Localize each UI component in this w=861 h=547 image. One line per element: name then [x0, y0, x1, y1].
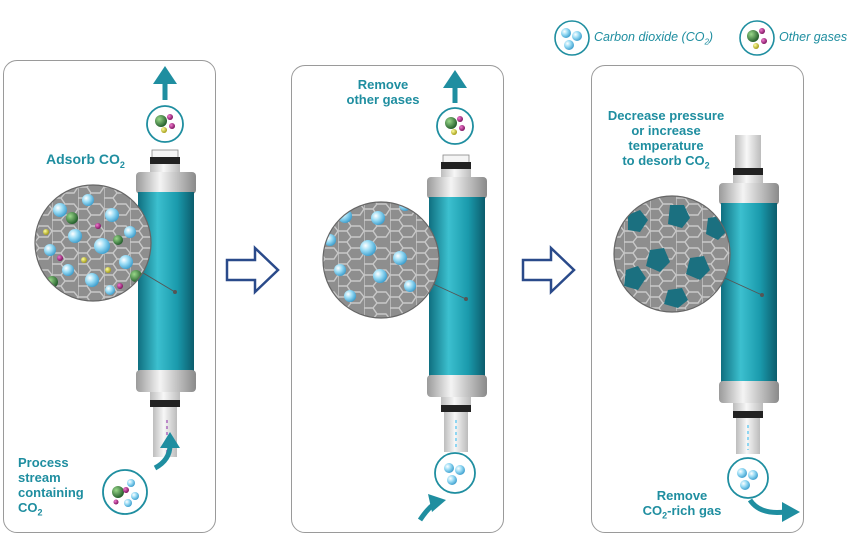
- desorb-instruction-label: Decrease pressure or increase temperatur…: [607, 108, 725, 171]
- step-arrow-2-icon: [521, 245, 576, 295]
- remove-co2-rich-gas-label: Remove CO2-rich gas: [642, 488, 722, 521]
- legend-co2-label: Carbon dioxide (CO2): [594, 30, 714, 47]
- column-2: [322, 70, 487, 522]
- legend-other-gases-icon: [739, 20, 775, 56]
- column-3: [613, 135, 800, 522]
- remove-other-gases-label: Remove other gases: [346, 77, 420, 107]
- adsorbed-molecules: [43, 194, 142, 295]
- legend-co2-icon: [554, 20, 590, 56]
- step-arrow-1-icon: [225, 245, 280, 295]
- column-1: [34, 66, 196, 515]
- adsorb-co2-label: Adsorb CO2: [46, 151, 125, 170]
- legend-other-gases-label: Other gases: [779, 30, 848, 44]
- process-stream-label: Process stream containing CO2: [18, 455, 84, 518]
